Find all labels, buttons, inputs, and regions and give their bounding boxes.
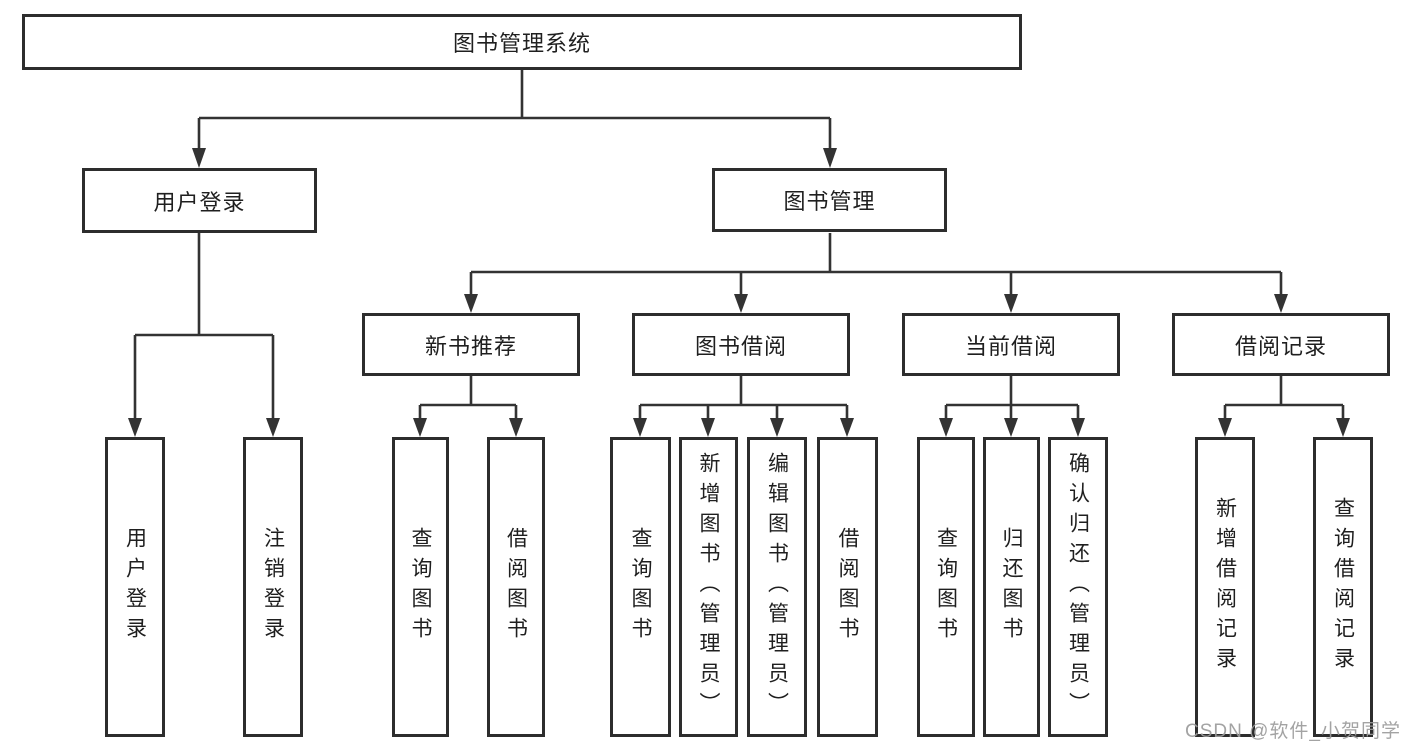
leaf-query-borrow-record: 查询借阅记录 xyxy=(1313,437,1373,737)
node-book-borrowing: 图书借阅 xyxy=(632,313,850,376)
node-label: 确认归还（管理员） xyxy=(1066,452,1090,722)
node-current-borrowing: 当前借阅 xyxy=(902,313,1120,376)
node-user-login: 用户登录 xyxy=(82,168,317,233)
node-label: 注销登录 xyxy=(261,527,285,647)
node-label: 查询图书 xyxy=(409,527,432,647)
node-borrowing-records: 借阅记录 xyxy=(1172,313,1390,376)
leaf-edit-books-admin: 编辑图书（管理员） xyxy=(747,437,807,737)
node-label: 新书推荐 xyxy=(424,333,517,359)
node-label: 用户登录 xyxy=(123,527,147,647)
leaf-borrow-books-borrowing: 借阅图书 xyxy=(817,437,878,737)
csdn-watermark: CSDN @软件_小贺同学 xyxy=(1185,721,1401,742)
node-label: 归还图书 xyxy=(1000,527,1023,647)
leaf-query-books-borrowing: 查询图书 xyxy=(610,437,671,737)
leaf-user-login: 用户登录 xyxy=(105,437,165,737)
node-label: 借阅记录 xyxy=(1234,333,1327,359)
leaf-add-books-admin: 新增图书（管理员） xyxy=(679,437,738,737)
node-label: 查询图书 xyxy=(934,527,958,647)
leaf-add-borrow-record: 新增借阅记录 xyxy=(1195,437,1255,737)
leaf-query-books-recommend: 查询图书 xyxy=(392,437,449,737)
leaf-confirm-return-admin: 确认归还（管理员） xyxy=(1048,437,1108,737)
node-label: 新增图书（管理员） xyxy=(697,452,720,722)
node-label: 图书借阅 xyxy=(694,333,787,359)
node-root-system: 图书管理系统 xyxy=(22,14,1022,70)
node-label: 新增借阅记录 xyxy=(1213,497,1237,677)
node-label: 借阅图书 xyxy=(504,527,528,647)
node-label: 用户登录 xyxy=(153,189,246,215)
node-label: 查询图书 xyxy=(629,527,652,647)
node-label: 借阅图书 xyxy=(836,527,859,647)
node-label: 图书管理系统 xyxy=(452,31,591,56)
leaf-borrow-books-recommend: 借阅图书 xyxy=(487,437,545,737)
node-label: 编辑图书（管理员） xyxy=(765,452,789,722)
leaf-logout: 注销登录 xyxy=(243,437,303,737)
node-label: 查询借阅记录 xyxy=(1331,497,1355,677)
node-new-book-recommend: 新书推荐 xyxy=(362,313,580,376)
node-book-management: 图书管理 xyxy=(712,168,947,232)
node-label: 当前借阅 xyxy=(964,333,1057,359)
leaf-return-books: 归还图书 xyxy=(983,437,1040,737)
leaf-query-books-current: 查询图书 xyxy=(917,437,975,737)
node-label: 图书管理 xyxy=(783,189,876,214)
